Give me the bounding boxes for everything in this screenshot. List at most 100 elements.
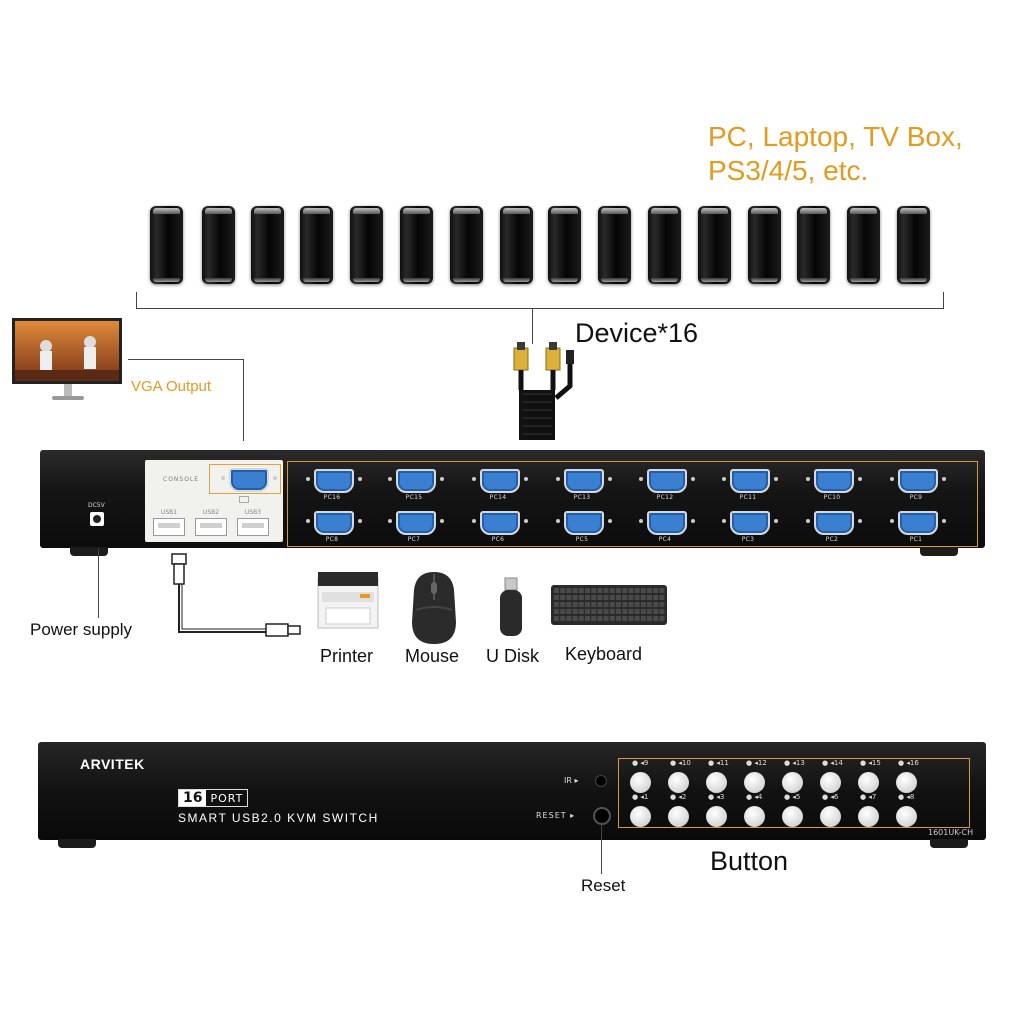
ir-label: IR ▸: [564, 776, 579, 785]
vga-port-pc11[interactable]: [722, 469, 778, 493]
vga-port-pc3[interactable]: [722, 511, 778, 535]
port-button-number: 9: [643, 759, 649, 767]
vga-port-pc2[interactable]: [806, 511, 862, 535]
kvm-front-panel: ARVITEK 16 PORT SMART USB2.0 KVM SWITCH …: [38, 742, 986, 840]
port-button-number: 12: [757, 759, 767, 767]
port-button-label: ● ◂14: [822, 759, 843, 767]
pc-device-icon: [548, 206, 581, 284]
vga-port-label: PC15: [405, 494, 423, 501]
reset-callout-line: [601, 822, 602, 874]
vga-port-pc1[interactable]: [890, 511, 946, 535]
port-button-number: 15: [871, 759, 881, 767]
vga-port-label: PC10: [823, 494, 841, 501]
port-button-label: ● ◂6: [822, 793, 839, 801]
front-foot-left: [58, 839, 96, 848]
pc-device-icon: [202, 206, 235, 284]
vga-port-pc6[interactable]: [472, 511, 528, 535]
reset-label: RESET ▸: [536, 811, 576, 820]
device-types-line2: PS3/4/5, etc.: [708, 155, 869, 186]
peripheral-label-mouse: Mouse: [405, 646, 460, 666]
pc-device-icon: [797, 206, 830, 284]
port-button-16[interactable]: [896, 772, 917, 793]
port-button-6[interactable]: [820, 806, 841, 827]
port-button-8[interactable]: [896, 806, 917, 827]
port-button-label: ● ◂4: [746, 793, 763, 801]
port-button-11[interactable]: [706, 772, 727, 793]
reset-caption: Reset: [581, 876, 626, 895]
port-button-number: 2: [681, 793, 687, 801]
devices-label: Device*16: [575, 318, 699, 348]
console-vga-port[interactable]: [221, 468, 277, 492]
port-button-number: 7: [871, 793, 877, 801]
keyboard-icon: [551, 585, 667, 625]
usb-cable-icon: [171, 553, 301, 637]
port-button-number: 1: [643, 793, 649, 801]
port-button-label: ● ◂12: [746, 759, 767, 767]
port-button-label: ● ◂15: [860, 759, 881, 767]
port-button-number: 10: [681, 759, 691, 767]
port-button-13[interactable]: [782, 772, 803, 793]
device-types-text: PC, Laptop, TV Box, PS3/4/5, etc.: [708, 120, 963, 188]
port-button-9[interactable]: [630, 772, 651, 793]
port-button-label: ● ◂9: [632, 759, 649, 767]
vga-port-label: PC4: [658, 536, 672, 543]
vga-port-pc15[interactable]: [388, 469, 444, 493]
vga-port-pc4[interactable]: [639, 511, 695, 535]
port-button-number: 5: [795, 793, 801, 801]
reset-button[interactable]: [593, 807, 611, 825]
kvm-cable-icon: [513, 342, 574, 440]
vga-port-pc12[interactable]: [639, 469, 695, 493]
vga-port-label: PC6: [491, 536, 505, 543]
vga-port-pc5[interactable]: [556, 511, 612, 535]
vga-port-pc7[interactable]: [388, 511, 444, 535]
vga-port-pc8[interactable]: [306, 511, 362, 535]
buttons-frame: [618, 758, 970, 828]
mouse-icon: [412, 572, 456, 644]
port-button-10[interactable]: [668, 772, 689, 793]
dc-power-jack: [90, 512, 104, 526]
peripheral-label-keyboard: Keyboard: [565, 644, 643, 664]
port-button-5[interactable]: [782, 806, 803, 827]
console-panel: CONSOLE USB1 USB2 USB3: [145, 460, 283, 542]
vga-port-pc10[interactable]: [806, 469, 862, 493]
usb-port-1[interactable]: [153, 518, 185, 536]
usb-disk-icon: [500, 577, 522, 636]
usb-port-2[interactable]: [195, 518, 227, 536]
port-word: PORT: [210, 791, 244, 805]
vga-port-pc13[interactable]: [556, 469, 612, 493]
pc-device-icon: [450, 206, 483, 284]
port-button-3[interactable]: [706, 806, 727, 827]
vga-port-pc9[interactable]: [890, 469, 946, 493]
port-button-2[interactable]: [668, 806, 689, 827]
usb-label-2: USB2: [202, 509, 220, 516]
device-bracket-left: [136, 292, 137, 309]
power-line: [98, 548, 99, 618]
vga-port-label: PC8: [325, 536, 339, 543]
vga-port-label: PC9: [909, 494, 923, 501]
vga-port-label: PC5: [575, 536, 589, 543]
vga-port-pc16[interactable]: [306, 469, 362, 493]
device-types-line1: PC, Laptop, TV Box,: [708, 121, 963, 152]
port-button-4[interactable]: [744, 806, 765, 827]
console-label: CONSOLE: [163, 476, 200, 483]
brand-logo: ARVITEK: [80, 756, 145, 772]
pc-device-icon: [598, 206, 631, 284]
vga-port-pc14[interactable]: [472, 469, 528, 493]
port-button-14[interactable]: [820, 772, 841, 793]
console-indicator: [239, 496, 249, 503]
pc-device-icon: [251, 206, 284, 284]
port-button-number: 14: [833, 759, 843, 767]
pc-device-icon: [698, 206, 731, 284]
ir-label-text: IR: [564, 776, 572, 785]
vga-port-label: PC1: [909, 536, 923, 543]
dc-label: DC5V: [88, 502, 105, 509]
vga-output-line-v: [243, 359, 244, 441]
device-bracket-stem: [532, 308, 533, 344]
usb-port-3[interactable]: [237, 518, 269, 536]
port-button-12[interactable]: [744, 772, 765, 793]
port-button-7[interactable]: [858, 806, 879, 827]
port-button-label: ● ◂11: [708, 759, 729, 767]
port-button-15[interactable]: [858, 772, 879, 793]
port-button-1[interactable]: [630, 806, 651, 827]
pc-device-icon: [350, 206, 383, 284]
